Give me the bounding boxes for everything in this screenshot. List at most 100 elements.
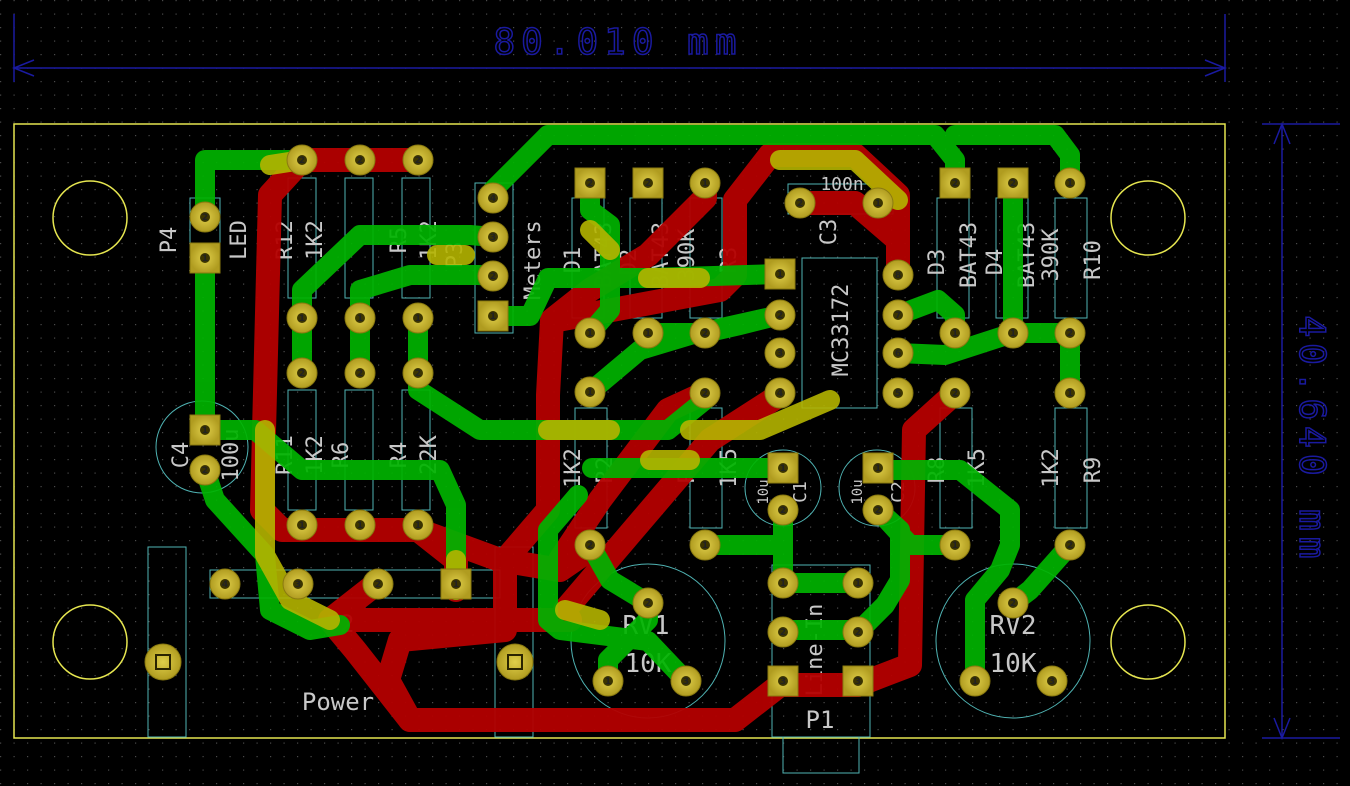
pad: 1	[764, 258, 796, 290]
pad-number: 1	[972, 677, 978, 687]
label-C4-ref: C4	[169, 442, 194, 469]
pad: 4	[764, 377, 796, 409]
pad: 2	[632, 587, 664, 619]
pad: 1	[689, 167, 721, 199]
pad: 1	[440, 568, 472, 600]
pad-number: 2	[490, 272, 496, 282]
pad-number: 3	[1049, 677, 1055, 687]
pad: 2	[689, 317, 721, 349]
pad-number: 1	[357, 521, 363, 531]
label-D3-value: BAT43	[957, 222, 982, 288]
pad: 2	[939, 167, 971, 199]
pad-number: 1	[952, 541, 958, 551]
pad-number: 2	[875, 506, 881, 516]
pad: 1	[344, 509, 376, 541]
pad: 1	[592, 665, 624, 697]
pad-number: 4	[490, 194, 496, 204]
pad: 1	[1054, 167, 1086, 199]
dimension-height-label: 40.640 mm	[1291, 315, 1332, 564]
pad: 2	[1054, 317, 1086, 349]
pad-number: 3	[295, 580, 301, 590]
label-C3-value: 100n	[820, 174, 863, 195]
pad: 1	[477, 300, 509, 332]
pad: 2	[784, 187, 816, 219]
label-P4-ref: P4	[157, 227, 182, 254]
label-R9-ref: R9	[1081, 457, 1106, 484]
pad-number: 1	[875, 199, 881, 209]
pad: 1	[997, 317, 1029, 349]
pad: 1	[767, 567, 799, 599]
pad-number: 2	[1067, 329, 1073, 339]
pad: 2	[842, 616, 874, 648]
pad-number: 4	[777, 389, 783, 399]
power-jack-pad	[144, 643, 182, 681]
pad-number: 1	[780, 464, 786, 474]
pad-number: 2	[780, 506, 786, 516]
pad-number: 3	[777, 349, 783, 359]
pad-number: 2	[702, 329, 708, 339]
pad-number: 2	[587, 541, 593, 551]
pad-number: 4	[222, 580, 228, 590]
pad-number: 2	[780, 628, 786, 638]
pad: 2	[574, 529, 606, 561]
pad: 4	[477, 182, 509, 214]
pad: 3	[477, 221, 509, 253]
mounting-holes	[52, 180, 1186, 680]
pad: 4	[209, 568, 241, 600]
dimension-width-label: 80.010 mm	[493, 22, 742, 63]
pad: 6	[882, 337, 914, 369]
pad: 2	[1054, 529, 1086, 561]
mounting-hole-top-right	[1110, 180, 1186, 256]
pad-number: 1	[202, 254, 208, 264]
pad: 3	[670, 665, 702, 697]
pad: 1	[189, 242, 221, 274]
pad: 2	[997, 587, 1029, 619]
pad-number: 2	[1010, 179, 1016, 189]
mounting-hole-bottom-right	[1110, 604, 1186, 680]
pad: 1	[862, 187, 894, 219]
pad-number: 1	[357, 314, 363, 324]
pad: 2	[997, 167, 1029, 199]
pad: 3	[1036, 665, 1068, 697]
pad-number: 5	[895, 389, 901, 399]
pad-number: 2	[202, 466, 208, 476]
pad-number: 1	[415, 521, 421, 531]
label-R10-ref: R10	[1081, 240, 1106, 280]
pad: 2	[189, 201, 221, 233]
power-jack-slot	[155, 654, 171, 670]
board-outline	[13, 123, 1226, 739]
pad-number: 2	[357, 156, 363, 166]
pad-number: 1	[453, 580, 459, 590]
pad: 1	[286, 302, 318, 334]
pad: 3	[842, 665, 874, 697]
pad-number: 1	[1067, 179, 1073, 189]
pad: 1	[939, 317, 971, 349]
pad: 2	[402, 357, 434, 389]
pad-number: 6	[895, 349, 901, 359]
pad-number: 2	[702, 389, 708, 399]
pad: 2	[402, 144, 434, 176]
pad: 1	[402, 302, 434, 334]
label-U1-value: MC33172	[829, 284, 854, 377]
pad: 2	[286, 144, 318, 176]
pad: 1	[959, 665, 991, 697]
pad: 1	[402, 509, 434, 541]
pad: 3	[764, 337, 796, 369]
pad-number: 1	[605, 677, 611, 687]
pad-number: 1	[780, 579, 786, 589]
pad-number: 2	[299, 369, 305, 379]
pad: 8	[882, 259, 914, 291]
power-jack-slot	[507, 654, 523, 670]
pad-number: 2	[415, 156, 421, 166]
pad-number: 1	[490, 312, 496, 322]
pad-number: 1	[415, 314, 421, 324]
pad: 1	[344, 302, 376, 334]
label-C2-value: 10u	[850, 479, 866, 504]
pad: 2	[939, 377, 971, 409]
pad-number: 1	[587, 329, 593, 339]
label-C3-ref: C3	[817, 219, 842, 246]
pad-number: 2	[645, 179, 651, 189]
pad: 2	[362, 568, 394, 600]
pad-number: 1	[777, 270, 783, 280]
